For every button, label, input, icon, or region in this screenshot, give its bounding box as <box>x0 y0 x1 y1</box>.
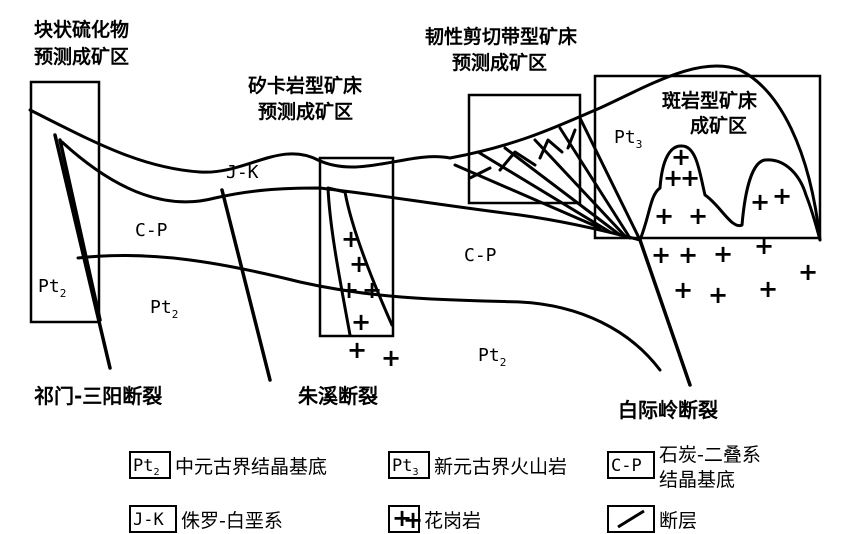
svg-text:+: + <box>671 143 691 171</box>
svg-text:+: + <box>754 232 774 260</box>
legend-label-pt3: 新元古界火山岩 <box>434 456 567 478</box>
legend-label-fault: 断层 <box>659 510 697 532</box>
zhuxi-fault-label: 朱溪断裂 <box>298 384 378 408</box>
skarn-zone-box <box>318 156 395 338</box>
legend-swatch-granite <box>388 505 420 533</box>
legend-swatch-pt2 <box>129 451 171 479</box>
svg-text:+: + <box>688 202 708 230</box>
zhuxi-fault-line <box>220 188 272 382</box>
svg-text:+: + <box>708 281 728 309</box>
legend: Pt2 中元古界结晶基底 Pt3 新元古界火山岩 C-P 石炭-二叠系 结晶基底… <box>129 444 767 534</box>
legend-label-jk: 侏罗-白垩系 <box>181 510 283 532</box>
qimen-sanyang-fault-label: 祁门-三阳断裂 <box>34 384 162 408</box>
legend-swatch-fault <box>607 505 655 533</box>
baijiling-fault-line <box>638 238 692 387</box>
svg-text:+: + <box>772 182 792 210</box>
legend-fault-icon <box>617 509 645 529</box>
svg-text:+: + <box>758 275 778 303</box>
legend-label-granite: 花岗岩 <box>424 510 481 532</box>
svg-text:+: + <box>403 506 423 534</box>
ductile-shear-title: 韧性剪切带型矿床 预测成矿区 <box>425 25 584 74</box>
legend-code-pt2: Pt2 <box>133 456 160 478</box>
legend-label-pt2: 中元古界结晶基底 <box>175 456 327 478</box>
stratum-label-cp-left: C-P <box>135 220 168 241</box>
stratum-label-pt2-b: Pt2 <box>150 297 178 321</box>
svg-text:+: + <box>750 188 770 216</box>
secondary-fault-line <box>58 138 102 322</box>
svg-text:+: + <box>663 164 683 192</box>
legend-swatch-cp <box>607 451 655 479</box>
porphyry-zone-box <box>593 74 822 240</box>
stratum-label-pt3: Pt3 <box>614 127 642 151</box>
qimen-sanyang-fault-line <box>53 133 112 370</box>
porphyry-body-outline <box>638 144 822 242</box>
granite-symbols: + + + + + + + + + + + + + + + + + + + + … <box>339 143 818 372</box>
svg-text:+: + <box>680 164 700 192</box>
svg-text:+: + <box>654 202 674 230</box>
legend-code-cp: C-P <box>611 456 642 476</box>
legend-swatch-pt3 <box>388 451 430 479</box>
stratum-label-jk: J-K <box>226 162 259 183</box>
svg-text:+: + <box>349 250 369 278</box>
svg-text:+: + <box>347 336 367 364</box>
stratum-label-pt2-a: Pt2 <box>38 276 66 300</box>
svg-text:+: + <box>362 276 382 304</box>
legend-swatch-jk <box>129 505 177 533</box>
svg-text:+: + <box>351 308 371 336</box>
surface-topography-line <box>28 64 822 242</box>
legend-code-jk: J-K <box>133 510 164 530</box>
svg-text:+: + <box>673 276 693 304</box>
stratum-label-cp-right: C-P <box>464 245 497 266</box>
baijiling-fault-label: 白际岭断裂 <box>618 398 718 422</box>
svg-text:+: + <box>678 241 698 269</box>
skarn-title: 矽卡岩型矿床 预测成矿区 <box>248 74 369 123</box>
svg-text:+: + <box>651 241 671 269</box>
ductile-shear-zone-box <box>467 93 582 205</box>
svg-text:+: + <box>341 225 361 253</box>
block-sulfide-zone-box <box>29 80 101 324</box>
legend-label-cp: 石炭-二叠系 结晶基底 <box>659 444 767 491</box>
block-sulfide-title: 块状硫化物 预测成矿区 <box>34 18 136 68</box>
svg-text:+: + <box>713 240 733 268</box>
skarn-intrusion-outline <box>326 186 394 337</box>
shear-zone-lines <box>453 116 642 242</box>
porphyry-title: 斑岩型矿床 成矿区 <box>662 89 764 137</box>
legend-code-pt3: Pt3 <box>392 456 419 478</box>
svg-text:+: + <box>798 258 818 286</box>
svg-text:+: + <box>339 276 359 304</box>
svg-text:+: + <box>392 504 412 532</box>
stratum-label-pt2-c: Pt2 <box>478 345 506 369</box>
svg-text:+: + <box>381 344 401 372</box>
